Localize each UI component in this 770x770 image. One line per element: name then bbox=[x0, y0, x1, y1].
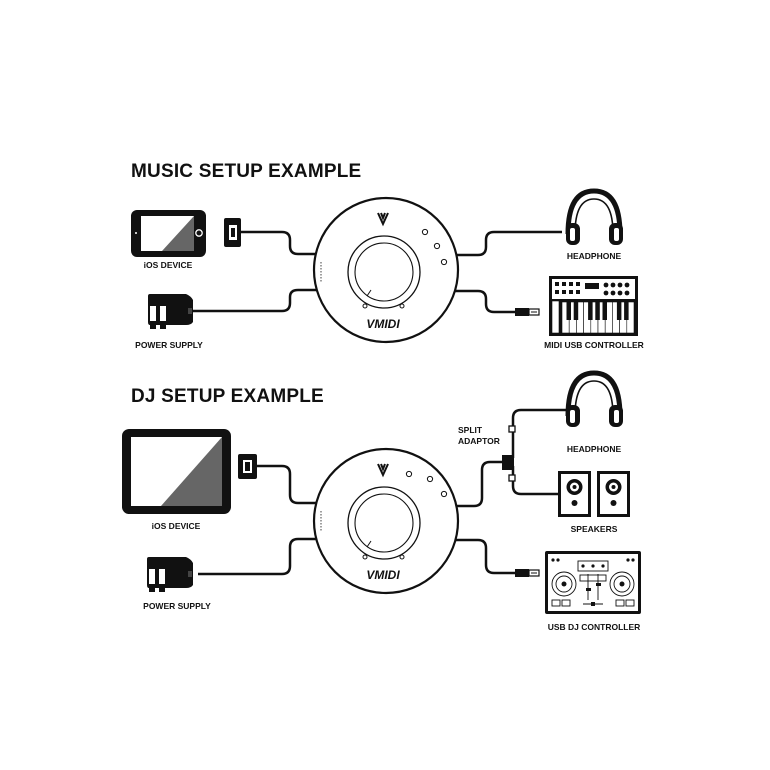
ios-phone-icon bbox=[131, 210, 206, 257]
headphone-icon bbox=[565, 188, 623, 245]
speakers-label: SPEAKERS bbox=[570, 524, 618, 534]
split-adaptor-label-line2: ADAPTOR bbox=[458, 436, 500, 446]
music-cables bbox=[190, 230, 562, 314]
split-adaptor-label-line1: SPLIT bbox=[458, 425, 483, 435]
dj-power-supply-label: POWER SUPPLY bbox=[143, 601, 211, 611]
midi-keyboard-icon bbox=[549, 276, 638, 336]
speakers-icon bbox=[558, 471, 630, 517]
vmidi-logo-text: VMIDI bbox=[366, 317, 400, 331]
power-cable bbox=[198, 537, 320, 576]
split-input-cable bbox=[455, 460, 503, 508]
power-adapter-icon bbox=[147, 557, 193, 592]
dock-connector-icon bbox=[224, 218, 241, 247]
usb-plug-icon bbox=[515, 569, 540, 577]
music-ios-device-label: iOS DEVICE bbox=[143, 260, 193, 270]
vmidi-device-icon: VMIDI bbox=[312, 447, 460, 595]
ios-cable bbox=[257, 464, 318, 505]
dock-connector-icon bbox=[238, 454, 257, 479]
vmidi-logo-text: VMIDI bbox=[366, 568, 400, 582]
split-adaptor-label: SPLIT ADAPTOR bbox=[458, 425, 500, 447]
music-headphone-label: HEADPHONE bbox=[566, 251, 622, 261]
headphone-icon bbox=[565, 370, 623, 427]
vmidi-device-icon: VMIDI bbox=[312, 196, 460, 344]
music-setup-group: VMIDI bbox=[131, 188, 638, 344]
power-adapter-icon bbox=[148, 294, 193, 329]
headphone-cable bbox=[455, 230, 562, 257]
dj-setup-group: VMIDI bbox=[122, 370, 641, 614]
dj-ios-device-label: iOS DEVICE bbox=[151, 521, 201, 531]
dj-cables bbox=[198, 408, 566, 576]
split-adaptor-icon bbox=[502, 425, 516, 482]
split-headphone-cable bbox=[511, 408, 566, 458]
music-power-supply-label: POWER SUPPLY bbox=[135, 340, 203, 350]
midi-usb-controller-label: MIDI USB CONTROLLER bbox=[544, 340, 644, 350]
music-setup-title: MUSIC SETUP EXAMPLE bbox=[131, 161, 362, 182]
dj-setup-title: DJ SETUP EXAMPLE bbox=[131, 386, 324, 407]
dj-usb-cable bbox=[455, 538, 516, 575]
split-speakers-cable bbox=[511, 466, 558, 496]
dj-headphone-label: HEADPHONE bbox=[566, 444, 622, 454]
power-cable bbox=[190, 288, 320, 313]
ios-tablet-icon bbox=[122, 429, 231, 514]
usb-plug-icon bbox=[515, 308, 540, 316]
usb-dj-controller-label: USB DJ CONTROLLER bbox=[547, 622, 641, 632]
dj-controller-icon bbox=[545, 551, 641, 614]
ios-cable bbox=[240, 230, 318, 256]
midi-usb-cable bbox=[455, 289, 516, 314]
